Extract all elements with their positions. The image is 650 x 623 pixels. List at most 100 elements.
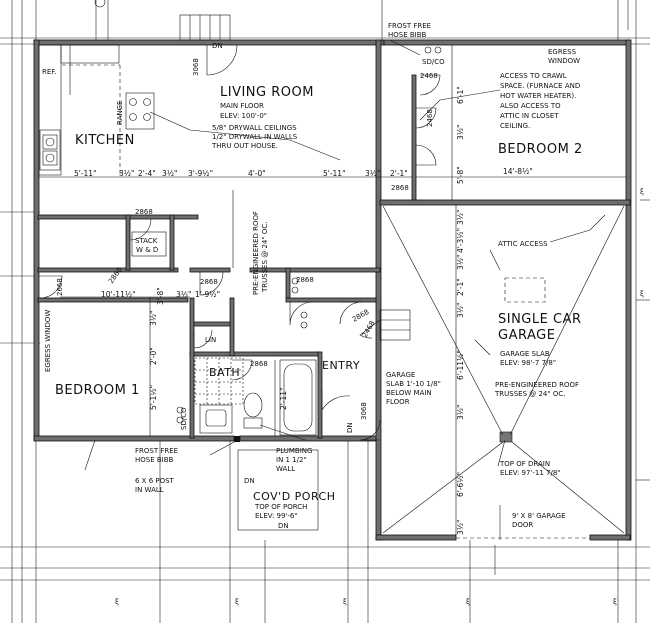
dim-label: 2'-0" bbox=[149, 347, 158, 365]
svg-text:ξ: ξ bbox=[640, 188, 644, 196]
smoke-detector-icon bbox=[291, 277, 299, 285]
door-tag: 2868 bbox=[135, 208, 153, 216]
dim-label: 10'-11½" bbox=[101, 290, 136, 299]
kitchen-label: KITCHEN bbox=[75, 133, 135, 148]
bedroom-1-label: BEDROOM 1 bbox=[55, 383, 140, 398]
dim-label: 3½" bbox=[456, 125, 465, 141]
egress-top-1: EGRESS bbox=[548, 48, 577, 56]
ref-label: REF. bbox=[42, 68, 56, 76]
slab-below-4: FLOOR bbox=[386, 398, 410, 406]
dim-label: 3'-8" bbox=[156, 287, 165, 305]
interior-walls bbox=[37, 74, 631, 439]
sdco-top: SD/CO bbox=[422, 58, 445, 66]
fixtures bbox=[38, 14, 625, 539]
stack-label: STACK bbox=[135, 237, 158, 245]
dim-label: 3½" bbox=[456, 255, 465, 271]
egress-top-2: WINDOW bbox=[548, 57, 580, 65]
slab-below-2: SLAB 1'-10 1/8" bbox=[386, 380, 441, 388]
dim-label: 6'-11½" bbox=[456, 350, 465, 380]
dimension-lines bbox=[38, 45, 626, 535]
smoke-detector-icon bbox=[176, 406, 184, 414]
svg-text:ξ: ξ bbox=[343, 598, 347, 606]
crawl-line-2: SPACE. (FURNACE AND bbox=[500, 82, 580, 90]
dim-label: 2'-1" bbox=[390, 169, 408, 178]
dim-label: 5'-8" bbox=[456, 166, 465, 184]
main-floor-1: MAIN FLOOR bbox=[220, 102, 264, 110]
dim-label: 2'-4" bbox=[138, 169, 156, 178]
dim-label: 6'-1" bbox=[456, 86, 465, 104]
svg-text:ξ: ξ bbox=[115, 598, 119, 606]
dn-entry: DN bbox=[346, 422, 354, 433]
svg-text:ξ: ξ bbox=[613, 598, 617, 606]
door-tag: 3068 bbox=[192, 58, 200, 76]
dim-label: 5'-1½" bbox=[149, 385, 158, 410]
hose-bibb-bot-2: HOSE BIBB bbox=[135, 456, 174, 464]
drain-2: ELEV: 97'-11 7/8" bbox=[500, 469, 561, 477]
dim-label: 3½" bbox=[149, 311, 158, 327]
crawl-line-4: ALSO ACCESS TO bbox=[500, 102, 561, 110]
door-tag: 2868 bbox=[391, 184, 409, 192]
door-swings bbox=[39, 44, 441, 441]
drywall-3: THRU OUT HOUSE. bbox=[211, 142, 278, 150]
dim-label: 5'-11" bbox=[74, 169, 97, 178]
dim-label: 3'-9½" bbox=[188, 169, 213, 178]
dim-label: 3½" bbox=[456, 303, 465, 319]
dim-label: 5'-11" bbox=[323, 169, 346, 178]
door-tag: 2868 bbox=[351, 308, 370, 324]
slab-below-1: GARAGE bbox=[386, 371, 415, 379]
dn-porch-2: DN bbox=[278, 522, 289, 530]
plumbing-1: PLUMBING bbox=[276, 447, 312, 455]
drain-1: TOP OF DRAIN bbox=[499, 460, 550, 468]
leader-lines bbox=[84, 39, 606, 471]
living-room-label: LIVING ROOM bbox=[220, 85, 314, 100]
dim-label: 3½" bbox=[456, 405, 465, 421]
grid-markers: ξ ξ ξ ξ ξ ξ ξ bbox=[115, 188, 644, 606]
porch-top-1: TOP OF PORCH bbox=[254, 503, 307, 511]
dim-label: 3½" bbox=[176, 290, 192, 299]
attic-access: ATTIC ACCESS bbox=[498, 240, 548, 248]
garage-door-2: DOOR bbox=[512, 521, 533, 529]
dim-label: 4'-0" bbox=[248, 169, 266, 178]
door-tag: 2668 bbox=[56, 278, 64, 296]
smoke-detector-icon bbox=[300, 321, 308, 329]
exterior-walls bbox=[33, 39, 632, 541]
svg-text:ξ: ξ bbox=[640, 290, 644, 298]
plan-notes: FROST FREE HOSE BIBB EGRESS WINDOW EGRES… bbox=[42, 22, 580, 530]
dim-label: 3½" bbox=[456, 210, 465, 226]
linen-label: LIN bbox=[205, 336, 216, 344]
garage-door-1: 9' X 8' GARAGE bbox=[512, 512, 566, 520]
bath-label: BATH bbox=[209, 366, 240, 379]
room-labels: LIVING ROOM KITCHEN BEDROOM 2 BEDROOM 1 … bbox=[55, 85, 582, 503]
door-tag: 2868 bbox=[200, 278, 218, 286]
smoke-detector-icon bbox=[300, 311, 308, 319]
dim-label: 6'-6½" bbox=[456, 472, 465, 497]
porch-top-2: ELEV: 99'-6" bbox=[255, 512, 298, 520]
smoke-detector-icons bbox=[176, 46, 442, 424]
sdco-bedroom: SD/CO bbox=[180, 407, 188, 430]
hose-bibb-bot-1: FROST FREE bbox=[135, 447, 178, 455]
roof-trusses-2: TRUSSES @ 24" OC. bbox=[261, 222, 269, 293]
main-floor-2: ELEV: 100'-0" bbox=[220, 112, 267, 120]
dimension-labels: 5'-11" 3½" 2'-4" 3½" 3'-9½" 4'-0" 5'-11"… bbox=[74, 86, 533, 535]
plumbing-2: IN 1 1/2" bbox=[276, 456, 307, 464]
dim-label: 14'-8½" bbox=[503, 167, 533, 176]
dim-label: 3½" bbox=[365, 169, 381, 178]
door-tag: 2468 bbox=[426, 109, 434, 127]
smoke-detector-icon bbox=[424, 46, 432, 54]
hose-bibb-top-2: HOSE BIBB bbox=[388, 31, 427, 39]
crawl-line-6: CEILING. bbox=[500, 122, 530, 130]
dim-label: 3½" bbox=[119, 169, 135, 178]
plumbing-3: WALL bbox=[276, 465, 295, 473]
dim-label: 3½" bbox=[456, 520, 465, 536]
door-tag: 2868 bbox=[250, 360, 268, 368]
crawl-line-1: ACCESS TO CRAWL bbox=[500, 72, 567, 80]
door-tag: 3068 bbox=[360, 402, 368, 420]
range-label: RANGE bbox=[116, 101, 124, 125]
slab-below-3: BELOW MAIN bbox=[386, 389, 432, 397]
dim-label: 1'-9½" bbox=[195, 290, 220, 299]
roof-trusses-1: PRE-ENGINEERED ROOF bbox=[252, 211, 260, 295]
garage-slab-1: GARAGE SLAB bbox=[500, 350, 550, 358]
dim-label: 2'-11" bbox=[279, 387, 288, 410]
